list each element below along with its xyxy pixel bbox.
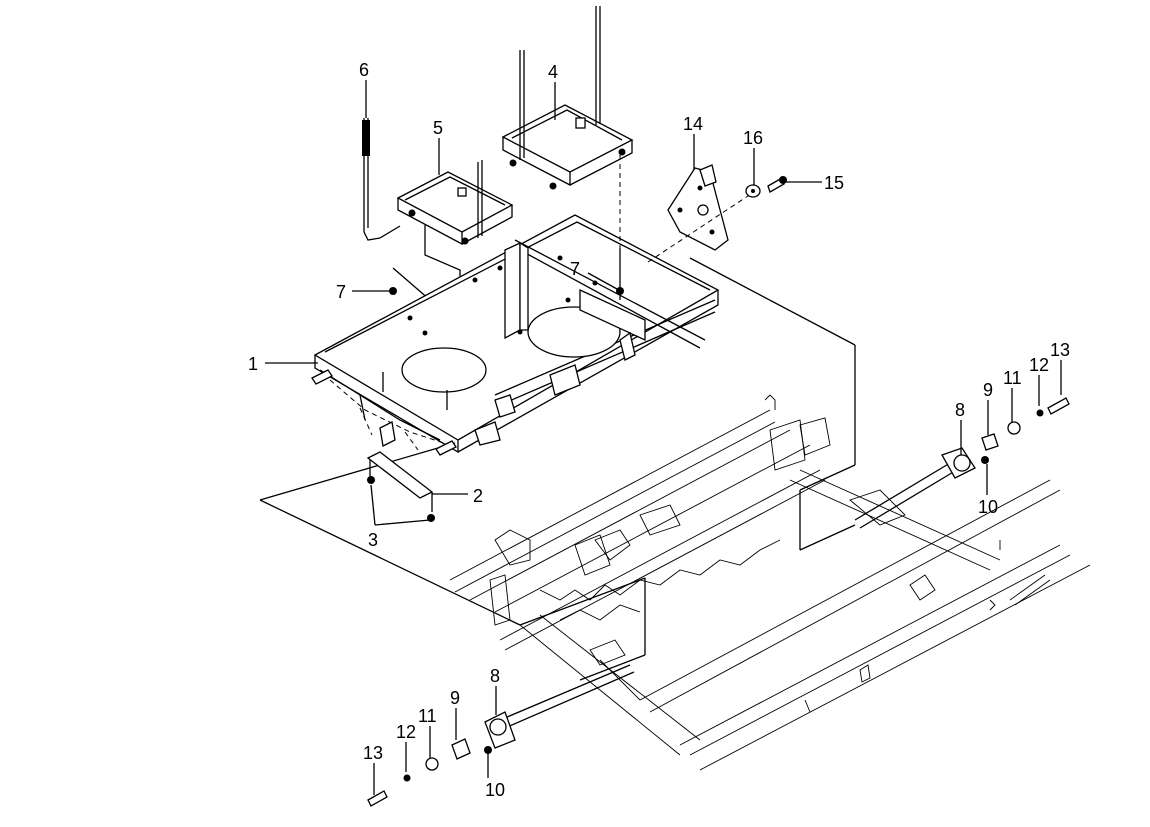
callout-4: 4 <box>548 62 558 82</box>
callout-9-right: 9 <box>983 380 993 400</box>
callout-8-left: 8 <box>490 666 500 686</box>
callout-11-left: 11 <box>418 706 437 726</box>
leader-lines <box>265 80 1062 795</box>
shaft-left <box>367 664 635 807</box>
shaft-right <box>854 397 1070 529</box>
reference-planes <box>259 225 856 681</box>
nut <box>389 287 624 295</box>
callout-3: 3 <box>368 530 378 550</box>
callout-11-right: 11 <box>1003 368 1022 388</box>
tray-small <box>396 160 514 246</box>
callout-12-left: 12 <box>396 722 416 742</box>
callout-15: 15 <box>824 173 844 193</box>
callout-10-right: 10 <box>978 497 998 517</box>
callout-labels: 1 2 3 4 5 6 7 7 8 8 9 9 10 10 11 11 12 1… <box>248 60 1070 800</box>
callout-12-right: 12 <box>1029 355 1049 375</box>
callout-13-left: 13 <box>363 743 383 763</box>
callout-14: 14 <box>683 114 703 134</box>
chassis-frame <box>449 394 1091 771</box>
link-bracket <box>359 407 434 512</box>
callout-6: 6 <box>359 60 369 80</box>
callout-16: 16 <box>743 128 763 148</box>
callout-7-right: 7 <box>570 259 580 279</box>
callout-10-left: 10 <box>485 780 505 800</box>
tray-large <box>501 6 634 248</box>
callout-9-left: 9 <box>450 688 460 708</box>
right-opening <box>527 306 621 358</box>
callout-8-right: 8 <box>955 400 965 420</box>
washer <box>745 184 761 198</box>
callout-2: 2 <box>473 486 483 506</box>
callout-13-right: 13 <box>1050 340 1070 360</box>
left-opening <box>401 347 487 393</box>
screw <box>767 176 787 193</box>
callout-5: 5 <box>433 118 443 138</box>
callout-1: 1 <box>248 354 258 374</box>
triangular-plate <box>647 164 761 263</box>
rod <box>362 118 401 241</box>
callout-7-left: 7 <box>336 282 346 302</box>
base-frame <box>311 214 720 456</box>
